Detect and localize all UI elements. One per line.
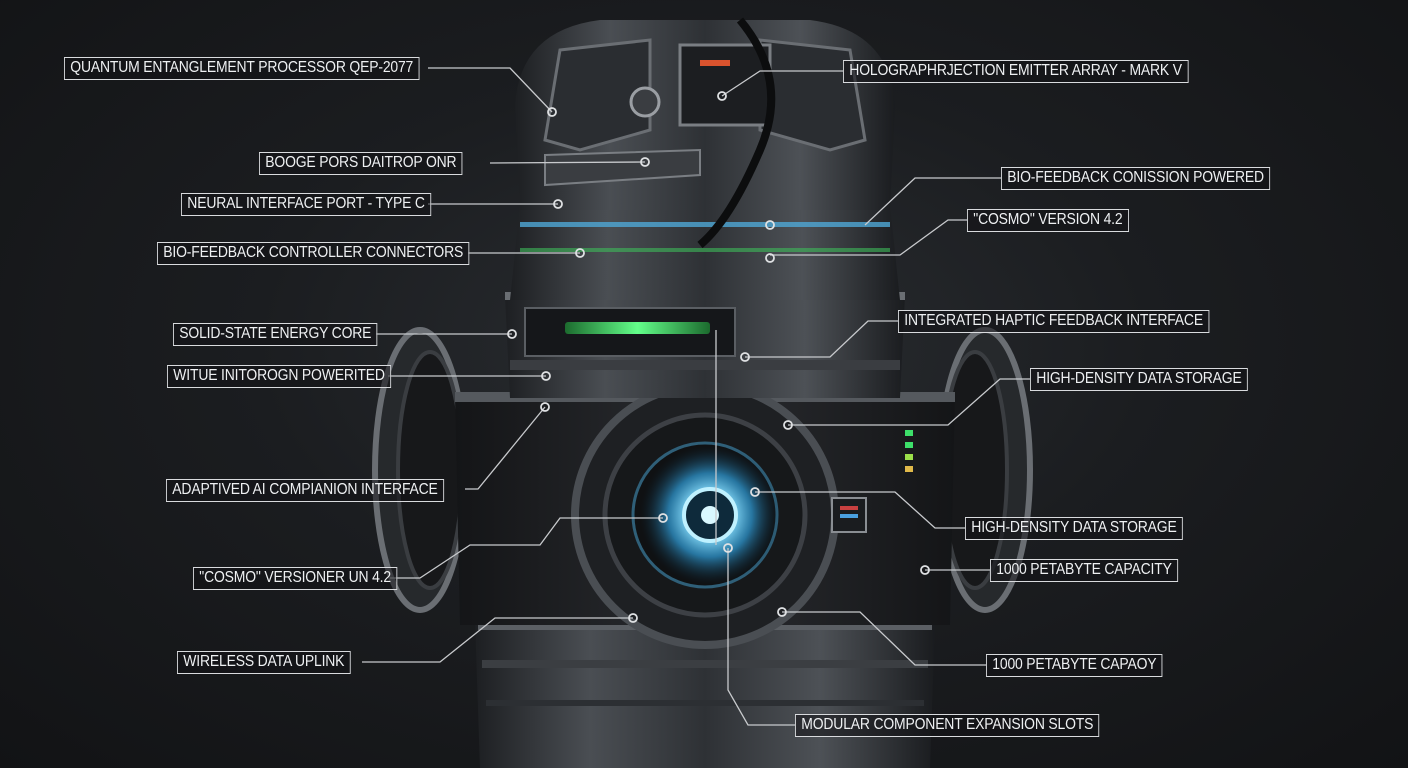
callout-ai-companion: ADAPTIVED AI COMPIANION INTERFACE	[166, 479, 444, 502]
callout-booge-pors: BOOGE PORS DAITROP ONR	[259, 152, 463, 175]
right-side-ring	[937, 327, 1033, 613]
callout-haptic-feedback: INTEGRATED HAPTIC FEEDBACK INTERFACE	[898, 310, 1210, 333]
callout-cosmo-version-lower: "COSMO" VERSIONER UN 4.2	[193, 567, 398, 590]
small-panel	[831, 497, 867, 533]
callout-petabyte-capacity: 1000 PETABYTE CAPACITY	[990, 559, 1178, 582]
callout-neural-interface-port: NEURAL INTERFACE PORT - TYPE C	[181, 193, 432, 216]
callout-energy-core: SOLID-STATE ENERGY CORE	[173, 323, 378, 346]
callout-bio-feedback-powered: BIO-FEEDBACK CONISSION POWERED	[1001, 167, 1271, 190]
upper-collar	[510, 205, 900, 300]
callout-data-storage-upper: HIGH-DENSITY DATA STORAGE	[1030, 368, 1248, 391]
callout-wireless-uplink: WIRELESS DATA UPLINK	[177, 651, 351, 674]
leader-dots	[507, 91, 930, 623]
callout-petabyte-capaoy: 1000 PETABYTE CAPAOY	[986, 654, 1163, 677]
callout-data-storage-lower: HIGH-DENSITY DATA STORAGE	[965, 517, 1183, 540]
energy-band	[505, 292, 905, 398]
callout-quantum-processor: QUANTUM ENTANGLEMENT PROCESSOR QEP-2077	[64, 57, 420, 80]
callout-bio-feedback-connectors: BIO-FEEDBACK CONTROLLER CONNECTORS	[157, 242, 470, 265]
glowing-core	[640, 445, 780, 585]
callout-witue-powered: WITUE INITOROGN POWERITED	[167, 365, 392, 388]
callout-expansion-slots: MODULAR COMPONENT EXPANSION SLOTS	[795, 714, 1100, 737]
green-status-lights	[905, 430, 913, 472]
callout-cosmo-version-top: "COSMO" VERSION 4.2	[967, 209, 1129, 232]
leader-lines	[362, 67, 1030, 726]
callout-holographic-emitter: HOLOGRAPHRJECTION EMITTER ARRAY - MARK V	[843, 60, 1189, 83]
